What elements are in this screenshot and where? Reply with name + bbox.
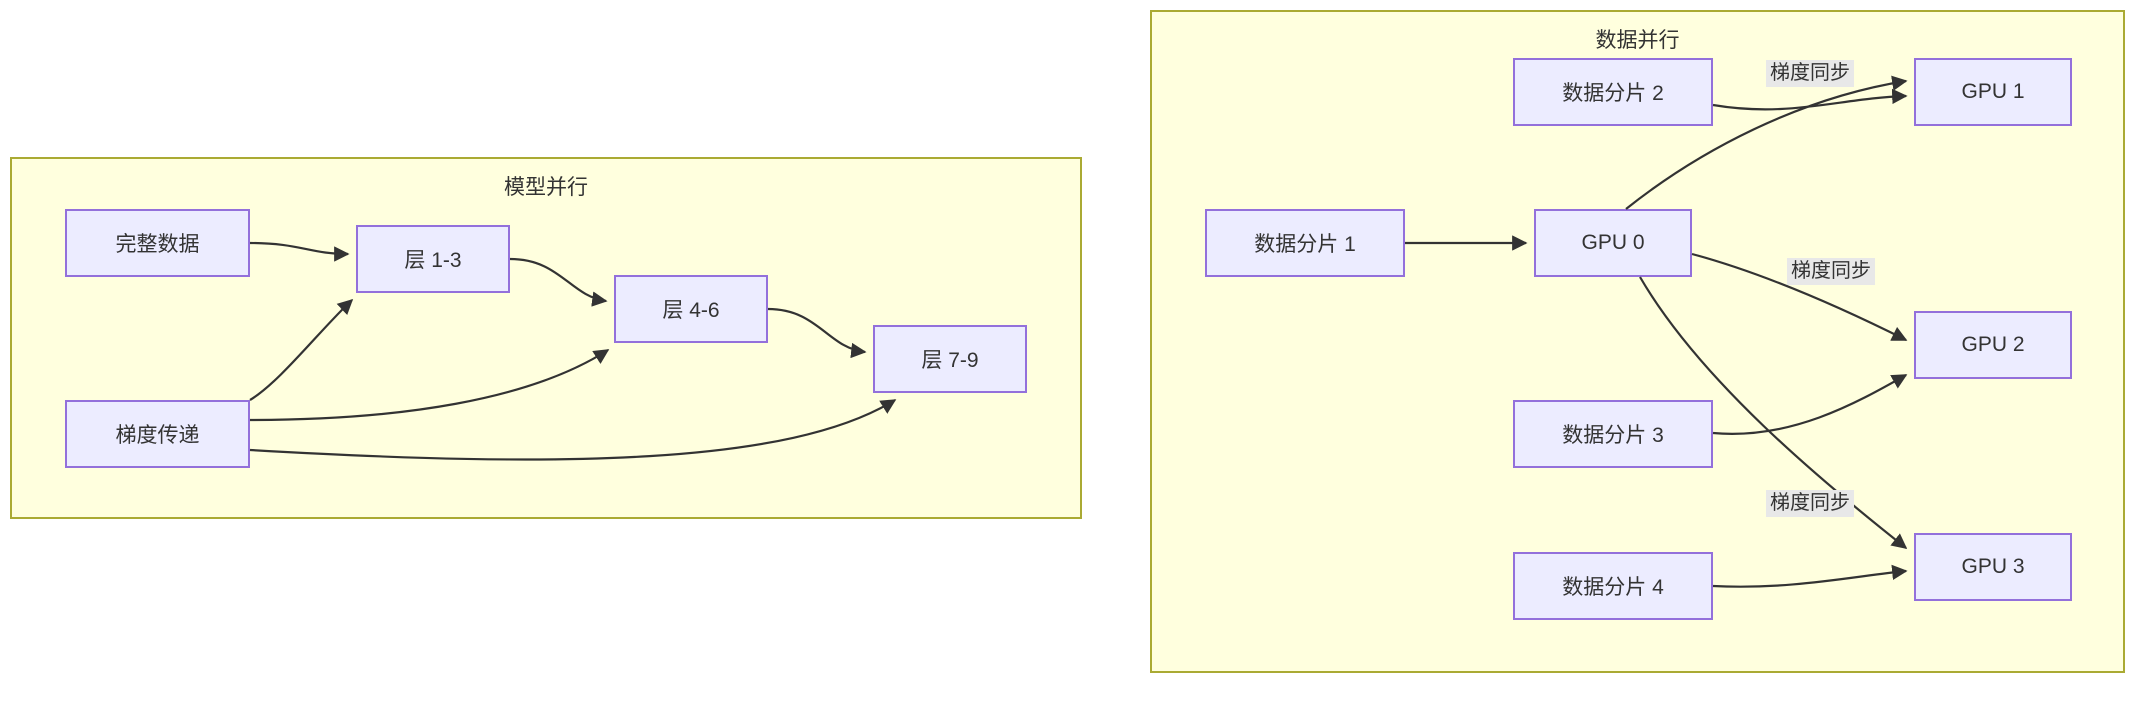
node-label-gpu-2: GPU 2 [1961,333,2025,356]
edge-label-grad-sync-1: 梯度同步 [1766,60,1854,87]
node-grad-pass[interactable]: 梯度传递 [65,400,250,468]
node-gpu-3[interactable]: GPU 3 [1914,533,2072,601]
node-shard-4[interactable]: 数据分片 4 [1513,552,1713,620]
node-label-layer-1-3: 层 1-3 [404,249,462,272]
node-gpu-1[interactable]: GPU 1 [1914,58,2072,126]
node-gpu-0[interactable]: GPU 0 [1534,209,1692,277]
node-label-gpu-0: GPU 0 [1581,231,1645,254]
node-label-shard-4: 数据分片 4 [1562,576,1664,599]
edge-label-grad-sync-3: 梯度同步 [1766,490,1854,517]
subgraph-title-model-parallel: 模型并行 [504,176,588,199]
node-label-layer-4-6: 层 4-6 [662,299,720,322]
edge-label-grad-sync-2: 梯度同步 [1787,258,1875,285]
node-label-shard-1: 数据分片 1 [1254,233,1356,256]
subgraph-title-data-parallel: 数据并行 [1595,29,1680,52]
node-gpu-2[interactable]: GPU 2 [1914,311,2072,379]
node-label-shard-3: 数据分片 3 [1562,424,1664,447]
node-label-full-data: 完整数据 [115,233,200,256]
node-label-shard-2: 数据分片 2 [1562,82,1664,105]
node-shard-3[interactable]: 数据分片 3 [1513,400,1713,468]
node-label-grad-pass: 梯度传递 [115,424,200,447]
node-shard-1[interactable]: 数据分片 1 [1205,209,1405,277]
node-label-gpu-3: GPU 3 [1961,555,2025,578]
node-layer-4-6[interactable]: 层 4-6 [614,275,768,343]
node-label-gpu-1: GPU 1 [1961,80,2025,103]
node-label-layer-7-9: 层 7-9 [921,349,979,372]
node-layer-1-3[interactable]: 层 1-3 [356,225,510,293]
node-full-data[interactable]: 完整数据 [65,209,250,277]
node-layer-7-9[interactable]: 层 7-9 [873,325,1027,393]
node-shard-2[interactable]: 数据分片 2 [1513,58,1713,126]
